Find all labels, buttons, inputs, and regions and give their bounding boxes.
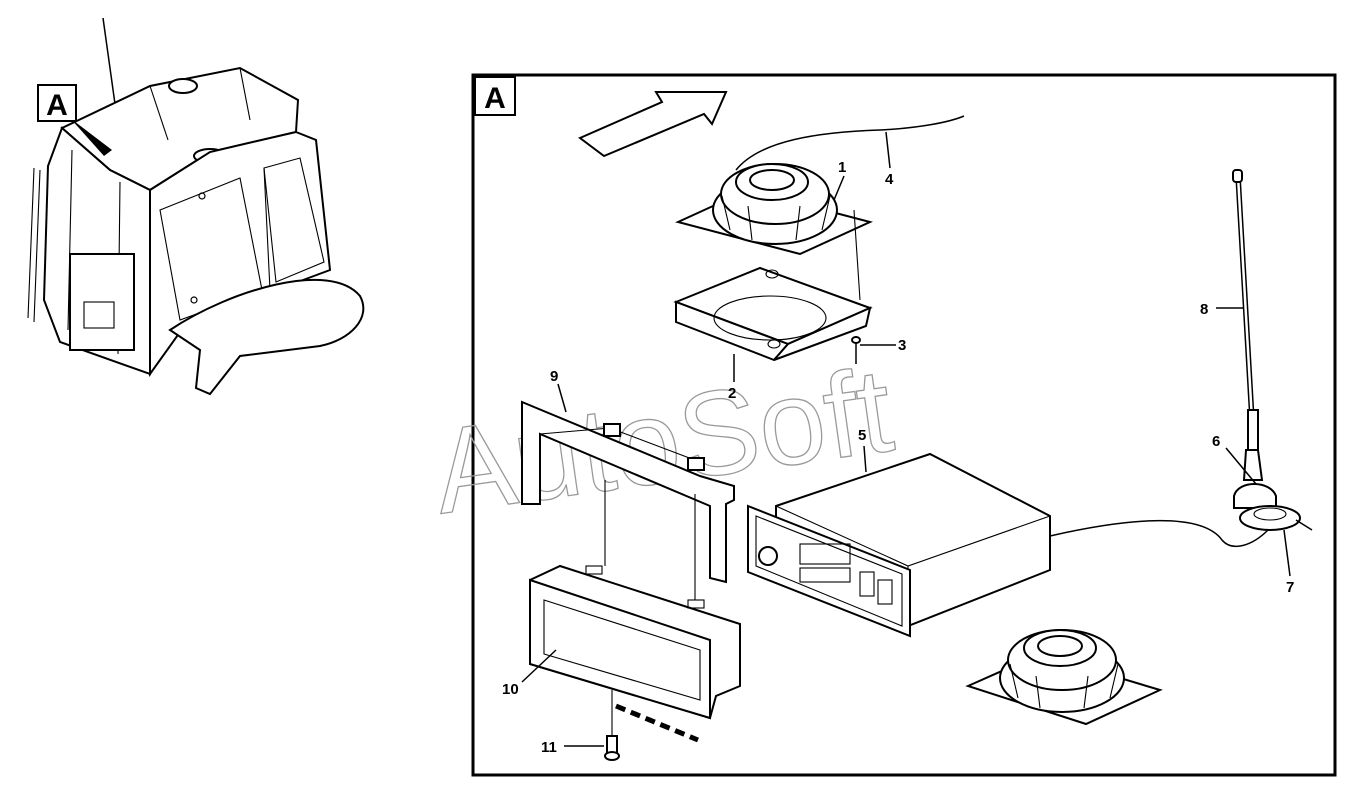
view-tag-detail-label: A xyxy=(484,82,506,115)
callout-10: 10 xyxy=(502,681,519,698)
antenna-cable xyxy=(1049,520,1269,548)
part-9-bracket xyxy=(521,400,735,584)
view-tag-overview: A xyxy=(37,84,77,122)
view-tag-detail: A xyxy=(474,76,516,116)
detail-frame xyxy=(471,73,1337,777)
part-2-speaker-housing xyxy=(673,209,873,362)
speaker-second xyxy=(965,629,1163,726)
callout-11: 11 xyxy=(541,739,557,756)
callout-8: 8 xyxy=(1200,301,1208,318)
callout-7: 7 xyxy=(1286,579,1294,596)
part-3-screw xyxy=(851,336,861,364)
part-4-cable xyxy=(735,115,965,171)
cab-overview-illustration xyxy=(27,17,365,396)
part-8-antenna-rod xyxy=(1232,169,1259,451)
part-11-bolt xyxy=(604,735,620,761)
callout-6: 6 xyxy=(1212,433,1220,450)
part-1-speaker xyxy=(675,163,873,256)
leader-lines xyxy=(521,131,1291,747)
callout-5: 5 xyxy=(858,427,866,444)
callout-4: 4 xyxy=(885,171,894,188)
callout-3: 3 xyxy=(898,337,906,354)
callout-2: 2 xyxy=(728,385,736,402)
part-10-radio-frame xyxy=(529,480,741,743)
direction-arrow xyxy=(578,91,728,158)
callout-1: 1 xyxy=(838,159,846,176)
part-6-antenna-base xyxy=(1233,449,1277,509)
view-tag-overview-label: A xyxy=(46,89,68,122)
part-7-antenna-mount-pad xyxy=(1239,505,1313,531)
callout-9: 9 xyxy=(550,368,558,385)
callouts: 1 2 3 4 5 6 7 8 9 10 11 xyxy=(502,159,1294,756)
part-5-radio-unit xyxy=(747,452,1051,638)
